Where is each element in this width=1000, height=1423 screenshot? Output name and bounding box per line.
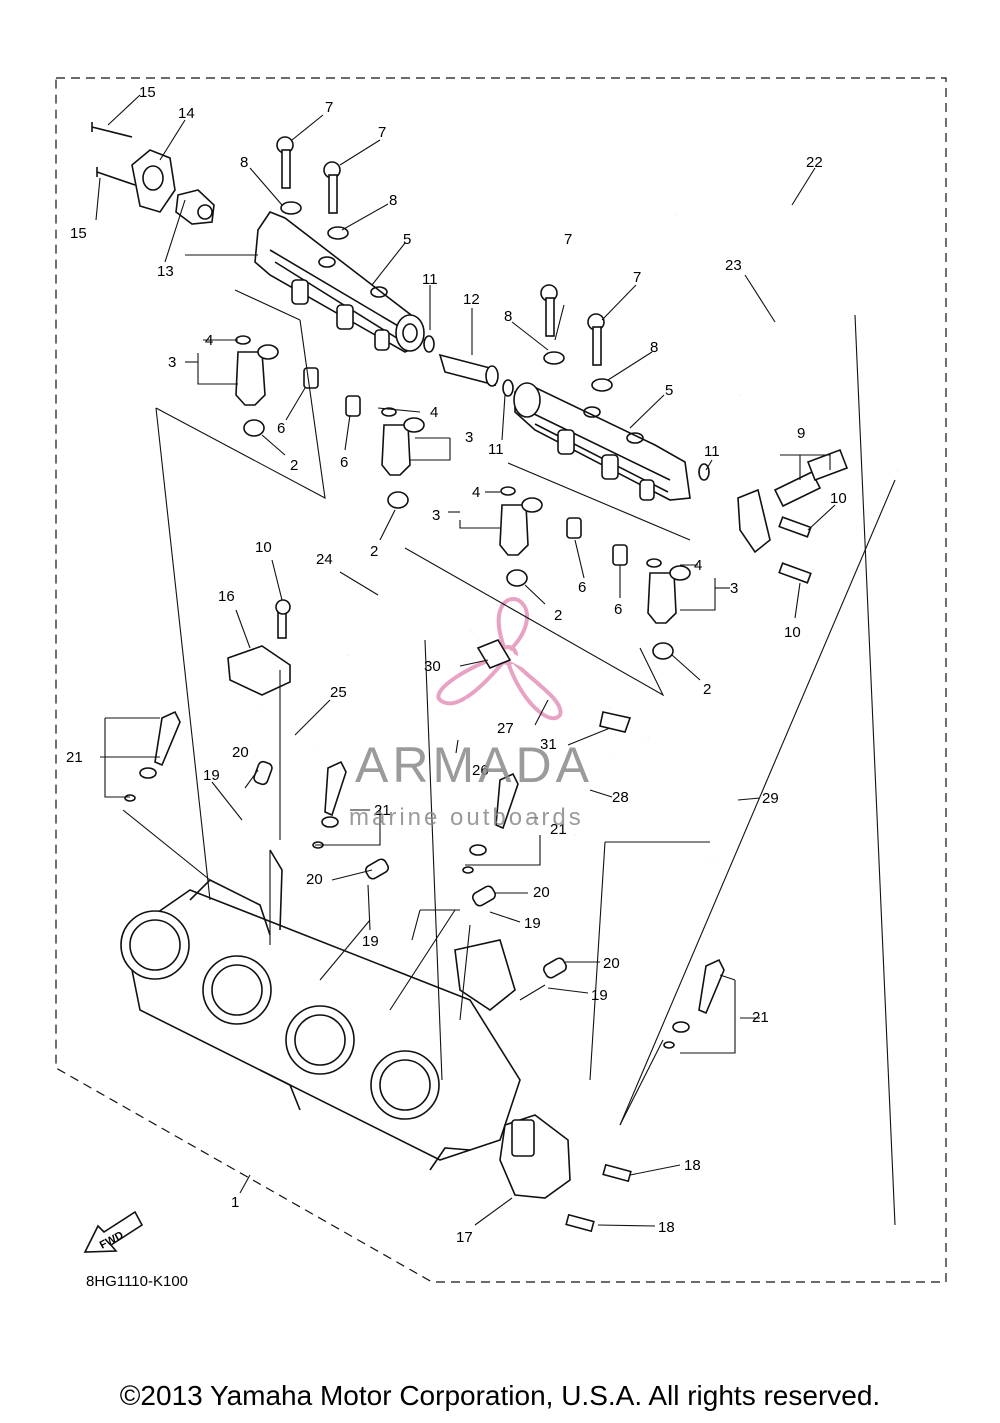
callout-22: 22 <box>806 154 823 171</box>
callout-3a: 3 <box>168 354 176 371</box>
callout-23: 23 <box>725 257 742 274</box>
callout-28: 28 <box>612 789 629 806</box>
callout-14: 14 <box>178 105 195 122</box>
callout-31: 31 <box>540 736 557 753</box>
leader-lines <box>95 94 896 1227</box>
callout-18a: 18 <box>684 1157 701 1174</box>
callout-2d: 2 <box>703 681 711 698</box>
callout-29: 29 <box>762 790 779 807</box>
callout-15b: 15 <box>70 225 87 242</box>
callout-4c: 4 <box>472 484 480 501</box>
joint-pipe <box>423 335 710 481</box>
callout-6a: 6 <box>277 420 285 437</box>
assembly-boundary <box>55 77 947 1283</box>
callout-5a: 5 <box>403 231 411 248</box>
callout-3c: 3 <box>432 507 440 524</box>
callout-10b: 10 <box>784 624 801 641</box>
vacuum-hoses <box>253 588 744 864</box>
callout-6b: 6 <box>340 454 348 471</box>
callout-4b: 4 <box>430 404 438 421</box>
callout-12: 12 <box>463 291 480 308</box>
callout-19d: 19 <box>591 987 608 1004</box>
callout-21b: 21 <box>374 802 391 819</box>
injectors <box>235 335 691 660</box>
callout-24: 24 <box>316 551 333 568</box>
callout-17: 17 <box>456 1229 473 1246</box>
callout-21c: 21 <box>550 821 567 838</box>
hoses-upper-right <box>670 181 917 474</box>
fuel-rail-upper <box>254 211 425 353</box>
copyright-notice: ©2013 Yamaha Motor Corporation, U.S.A. A… <box>119 1380 881 1411</box>
callout-5b: 5 <box>665 382 673 399</box>
callout-labels: 15 14 15 13 7 7 8 8 5 11 12 4 3 6 2 6 4 … <box>66 84 847 1246</box>
callout-3b: 3 <box>465 429 473 446</box>
callout-19b: 19 <box>362 933 379 950</box>
callout-20d: 20 <box>603 955 620 972</box>
map-sensor <box>227 599 291 696</box>
callout-16: 16 <box>218 588 235 605</box>
throttle-body <box>120 849 521 1171</box>
callout-2a: 2 <box>290 457 298 474</box>
callout-1: 1 <box>231 1194 239 1211</box>
callout-20b: 20 <box>306 871 323 888</box>
callout-4d: 4 <box>694 557 702 574</box>
fuel-rail-lower <box>513 382 691 501</box>
callout-7a: 7 <box>325 99 333 116</box>
callout-7d: 7 <box>633 269 641 286</box>
callout-2c: 2 <box>554 607 562 624</box>
callout-9: 9 <box>797 425 805 442</box>
callout-7b: 7 <box>378 124 386 141</box>
watermark-tagline: marine outboards <box>349 804 584 831</box>
callout-4a: 4 <box>205 332 213 349</box>
callout-13: 13 <box>157 263 174 280</box>
watermark-logo <box>436 597 563 721</box>
delivery-pipe-fitting <box>737 448 849 584</box>
watermark-brand: ARMADA <box>355 737 593 793</box>
callout-20c: 20 <box>533 884 550 901</box>
throttle-position-sensor <box>499 1114 632 1233</box>
callout-15a: 15 <box>139 84 156 101</box>
callout-6c: 6 <box>578 579 586 596</box>
callout-30: 30 <box>424 658 441 675</box>
fwd-arrow: FWD <box>83 1210 144 1253</box>
callout-10a: 10 <box>830 490 847 507</box>
callout-11a: 11 <box>422 271 438 288</box>
callout-11c: 11 <box>704 443 720 460</box>
callout-6d: 6 <box>614 601 622 618</box>
rail-bolts <box>276 136 613 392</box>
callout-11b: 11 <box>488 441 504 458</box>
callout-19c: 19 <box>524 915 541 932</box>
callout-26: 26 <box>472 762 489 779</box>
callout-21a: 21 <box>66 749 83 766</box>
callout-8b: 8 <box>389 192 397 209</box>
callout-8a: 8 <box>240 154 248 171</box>
callout-7c: 7 <box>564 231 572 248</box>
callout-3d: 3 <box>730 580 738 597</box>
diagram-code: 8HG1110-K100 <box>86 1273 189 1290</box>
callout-2b: 2 <box>370 543 378 560</box>
callout-8c: 8 <box>504 308 512 325</box>
bolts-top-left <box>91 122 136 186</box>
throttle-stop-screws <box>124 710 725 1049</box>
callout-10c: 10 <box>255 539 272 556</box>
callout-18b: 18 <box>658 1219 675 1236</box>
callout-8d: 8 <box>650 339 658 356</box>
callout-19a: 19 <box>203 767 220 784</box>
callout-25: 25 <box>330 684 347 701</box>
callout-27: 27 <box>497 720 514 737</box>
pressure-regulator <box>131 149 215 225</box>
callout-21d: 21 <box>752 1009 769 1026</box>
callout-20a: 20 <box>232 744 249 761</box>
